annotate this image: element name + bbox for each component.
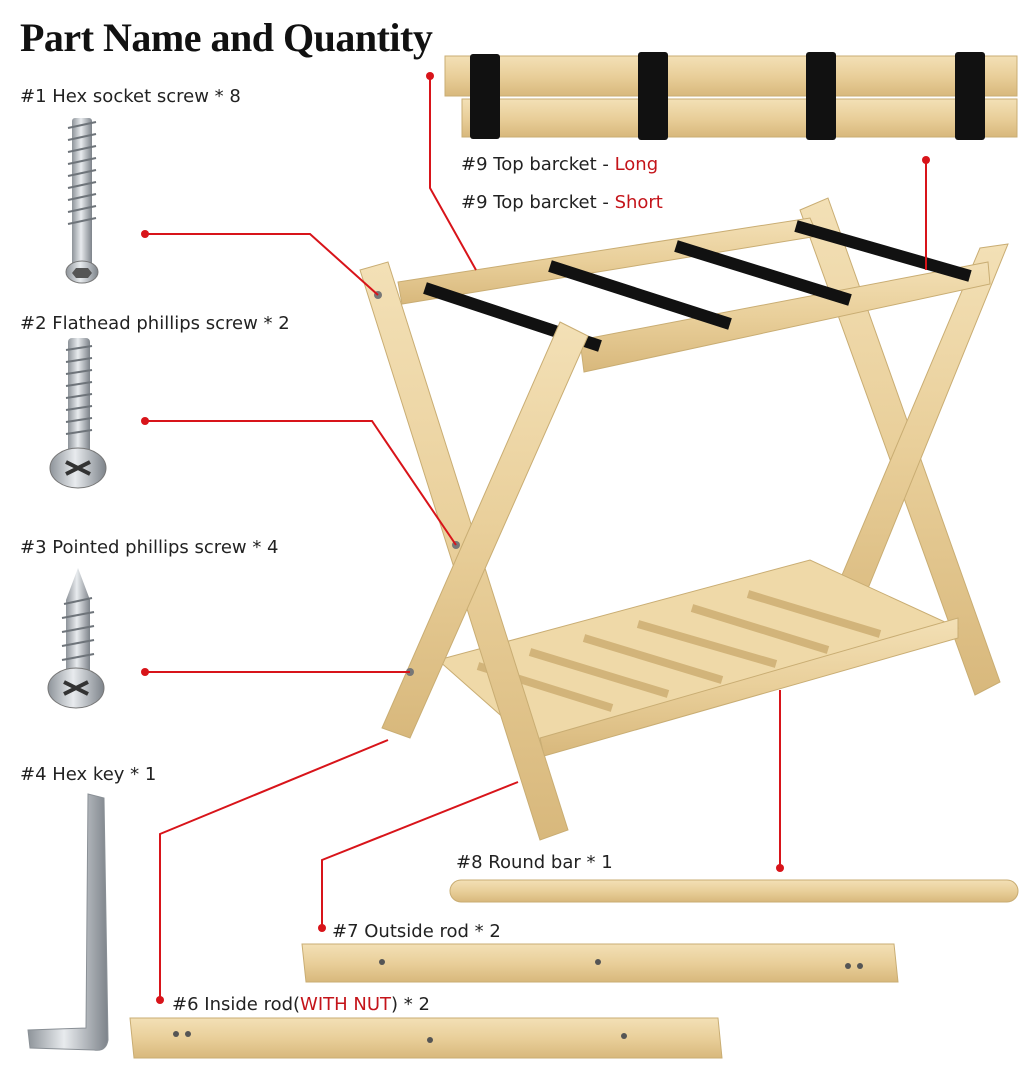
part-label-flathead-phillips-screw: #2 Flathead phillips screw * 2 bbox=[20, 313, 290, 334]
round-bar bbox=[449, 879, 1019, 903]
part-label-top-bracket-short: #9 Top barcket - Short bbox=[461, 192, 663, 213]
callout-lines bbox=[145, 76, 927, 1000]
outside-rod bbox=[301, 943, 899, 983]
callout-dots bbox=[141, 72, 930, 1004]
inside-rod bbox=[129, 1017, 723, 1059]
flathead-phillips-screw-icon bbox=[49, 338, 107, 489]
part-label-round-bar: #8 Round bar * 1 bbox=[456, 852, 613, 873]
part-label-hex-socket-screw: #1 Hex socket screw * 8 bbox=[20, 86, 241, 107]
page-title: Part Name and Quantity bbox=[20, 15, 433, 60]
hex-key-icon bbox=[27, 793, 109, 1051]
part-label-outside-rod: #7 Outside rod * 2 bbox=[332, 921, 501, 942]
strap-3 bbox=[806, 52, 836, 140]
part-label-pointed-phillips-screw: #3 Pointed phillips screw * 4 bbox=[20, 537, 279, 558]
pointed-phillips-screw-icon bbox=[47, 568, 105, 709]
part-label-top-bracket-long: #9 Top barcket - Long bbox=[461, 154, 659, 175]
luggage-rack-icon bbox=[359, 197, 1009, 841]
strap-1 bbox=[470, 54, 500, 139]
part-label-hex-key: #4 Hex key * 1 bbox=[20, 764, 157, 785]
top-bracket-bundle bbox=[444, 52, 1018, 140]
strap-2 bbox=[638, 52, 668, 140]
strap-4 bbox=[955, 52, 985, 140]
part-label-inside-rod: #6 Inside rod(WITH NUT) * 2 bbox=[172, 994, 430, 1015]
hex-socket-screw-icon bbox=[65, 118, 99, 284]
